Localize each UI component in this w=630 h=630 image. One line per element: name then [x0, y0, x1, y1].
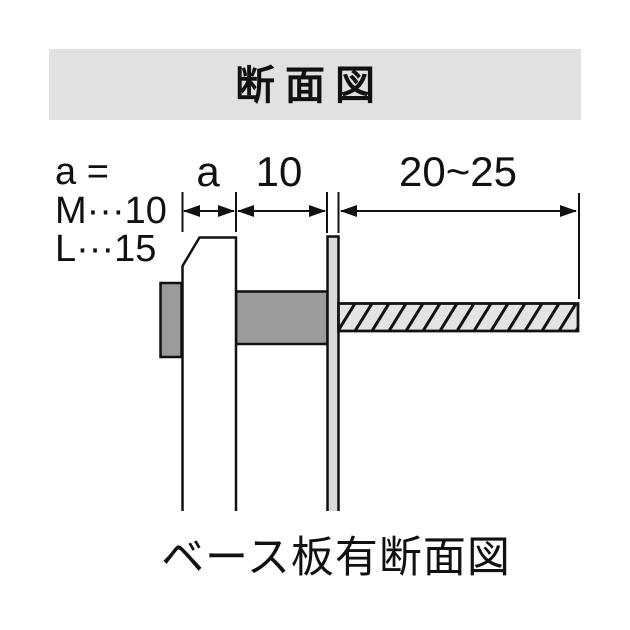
legend-note: a = M···10 L···15 — [55, 151, 167, 270]
arrow-left-icon — [237, 205, 254, 217]
arrow-right-icon — [309, 205, 326, 217]
arrow-left-icon — [340, 205, 357, 217]
dimension-a: a — [183, 148, 235, 217]
legend-line-1: a = — [55, 151, 109, 193]
arrow-right-icon — [218, 205, 235, 217]
legend-line-3: L···15 — [55, 228, 156, 270]
dimension-10-label: 10 — [256, 148, 303, 195]
diagram-caption: ベース板有断面図 — [161, 534, 511, 582]
hatched-member-outline — [337, 302, 580, 333]
page-title: 断面図 — [235, 64, 385, 108]
arrow-right-icon — [560, 205, 577, 217]
dimension-10: 10 — [237, 148, 326, 217]
hatched-member-section — [337, 302, 580, 333]
nut-section — [159, 281, 183, 359]
arrow-left-icon — [183, 205, 200, 217]
post-section — [181, 236, 238, 511]
shaft-section — [234, 290, 329, 346]
base-plate-section — [326, 235, 340, 511]
dimension-a-label: a — [196, 148, 220, 195]
legend-line-2: M···10 — [55, 190, 167, 232]
header-banner — [49, 49, 581, 120]
dimension-20-25-label: 20~25 — [399, 148, 517, 195]
dimension-20-25: 20~25 — [340, 148, 577, 217]
hatch-pattern — [338, 303, 578, 331]
extension-lines — [181, 192, 580, 299]
